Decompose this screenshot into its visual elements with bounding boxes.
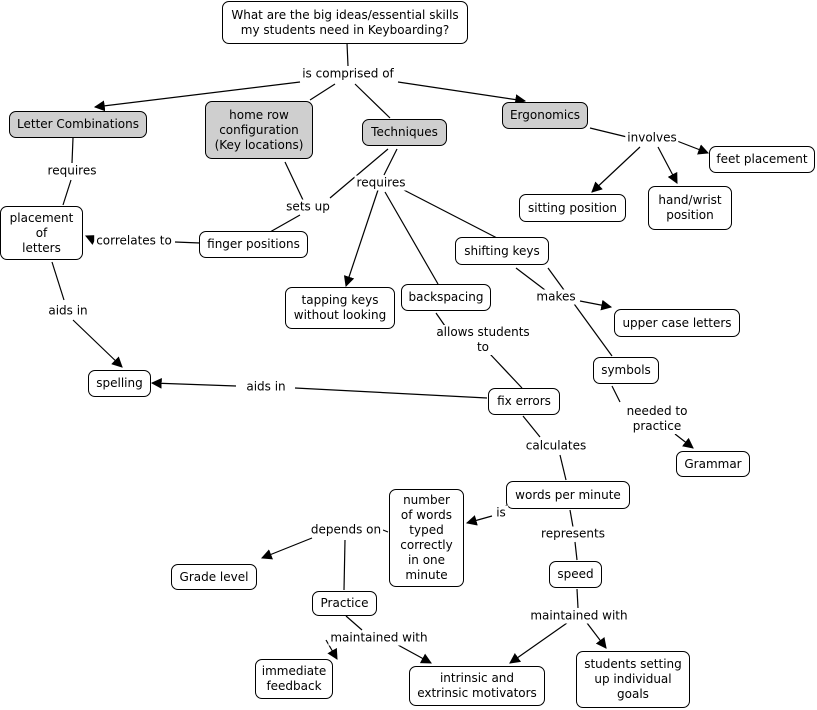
node-words-per-minute: words per minute	[506, 481, 630, 509]
link-maintained-with-practice: maintained with	[328, 630, 430, 646]
node-upper-case-letters: upper case letters	[614, 309, 740, 337]
link-correlates-to: correlates to	[94, 233, 174, 249]
node-question: What are the big ideas/essential skills …	[222, 1, 468, 44]
node-students-setting-goals: students setting up individual goals	[576, 651, 690, 708]
link-makes: makes	[534, 289, 578, 305]
node-symbols: symbols	[593, 357, 659, 384]
node-sitting-position: sitting position	[519, 194, 626, 222]
node-grade-level: Grade level	[171, 564, 257, 590]
node-practice: Practice	[312, 591, 377, 616]
link-is: is	[494, 505, 508, 521]
node-speed: speed	[549, 561, 602, 588]
node-immediate-feedback: immediate feedback	[255, 659, 333, 699]
node-intrinsic-extrinsic-motivators: intrinsic and extrinsic motivators	[409, 666, 545, 706]
link-sets-up: sets up	[284, 199, 332, 215]
node-placement-of-letters: placement of letters	[0, 206, 83, 260]
node-tapping-keys: tapping keys without looking	[285, 287, 395, 329]
link-calculates: calculates	[523, 438, 589, 454]
node-home-row-configuration: home row configuration (Key locations)	[205, 101, 313, 159]
link-maintained-with-speed: maintained with	[528, 608, 630, 624]
node-fix-errors: fix errors	[488, 388, 560, 415]
link-is-comprised-of: is comprised of	[300, 66, 396, 82]
node-feet-placement: feet placement	[709, 146, 815, 173]
node-ergonomics: Ergonomics	[502, 102, 588, 129]
link-aids-in-errors: aids in	[244, 379, 288, 395]
node-grammar: Grammar	[676, 451, 750, 477]
node-finger-positions: finger positions	[199, 231, 308, 258]
node-techniques: Techniques	[362, 119, 447, 146]
node-hand-wrist-position: hand/wrist position	[648, 186, 732, 230]
node-backspacing: backspacing	[401, 284, 491, 311]
link-involves: involves	[625, 130, 679, 146]
link-requires-techniques: requires	[354, 175, 408, 191]
link-aids-in-placement: aids in	[46, 303, 90, 319]
node-shifting-keys: shifting keys	[455, 237, 549, 265]
link-needed-to-practice: needed to practice	[624, 404, 690, 434]
link-represents: represents	[539, 526, 607, 542]
node-spelling: spelling	[88, 370, 151, 397]
link-requires-letter: requires	[45, 163, 99, 179]
link-depends-on: depends on	[308, 522, 384, 538]
link-allows-students-to: allows students to	[434, 325, 532, 355]
node-number-of-words: number of words typed correctly in one m…	[389, 489, 464, 587]
node-letter-combinations: Letter Combinations	[9, 111, 147, 138]
